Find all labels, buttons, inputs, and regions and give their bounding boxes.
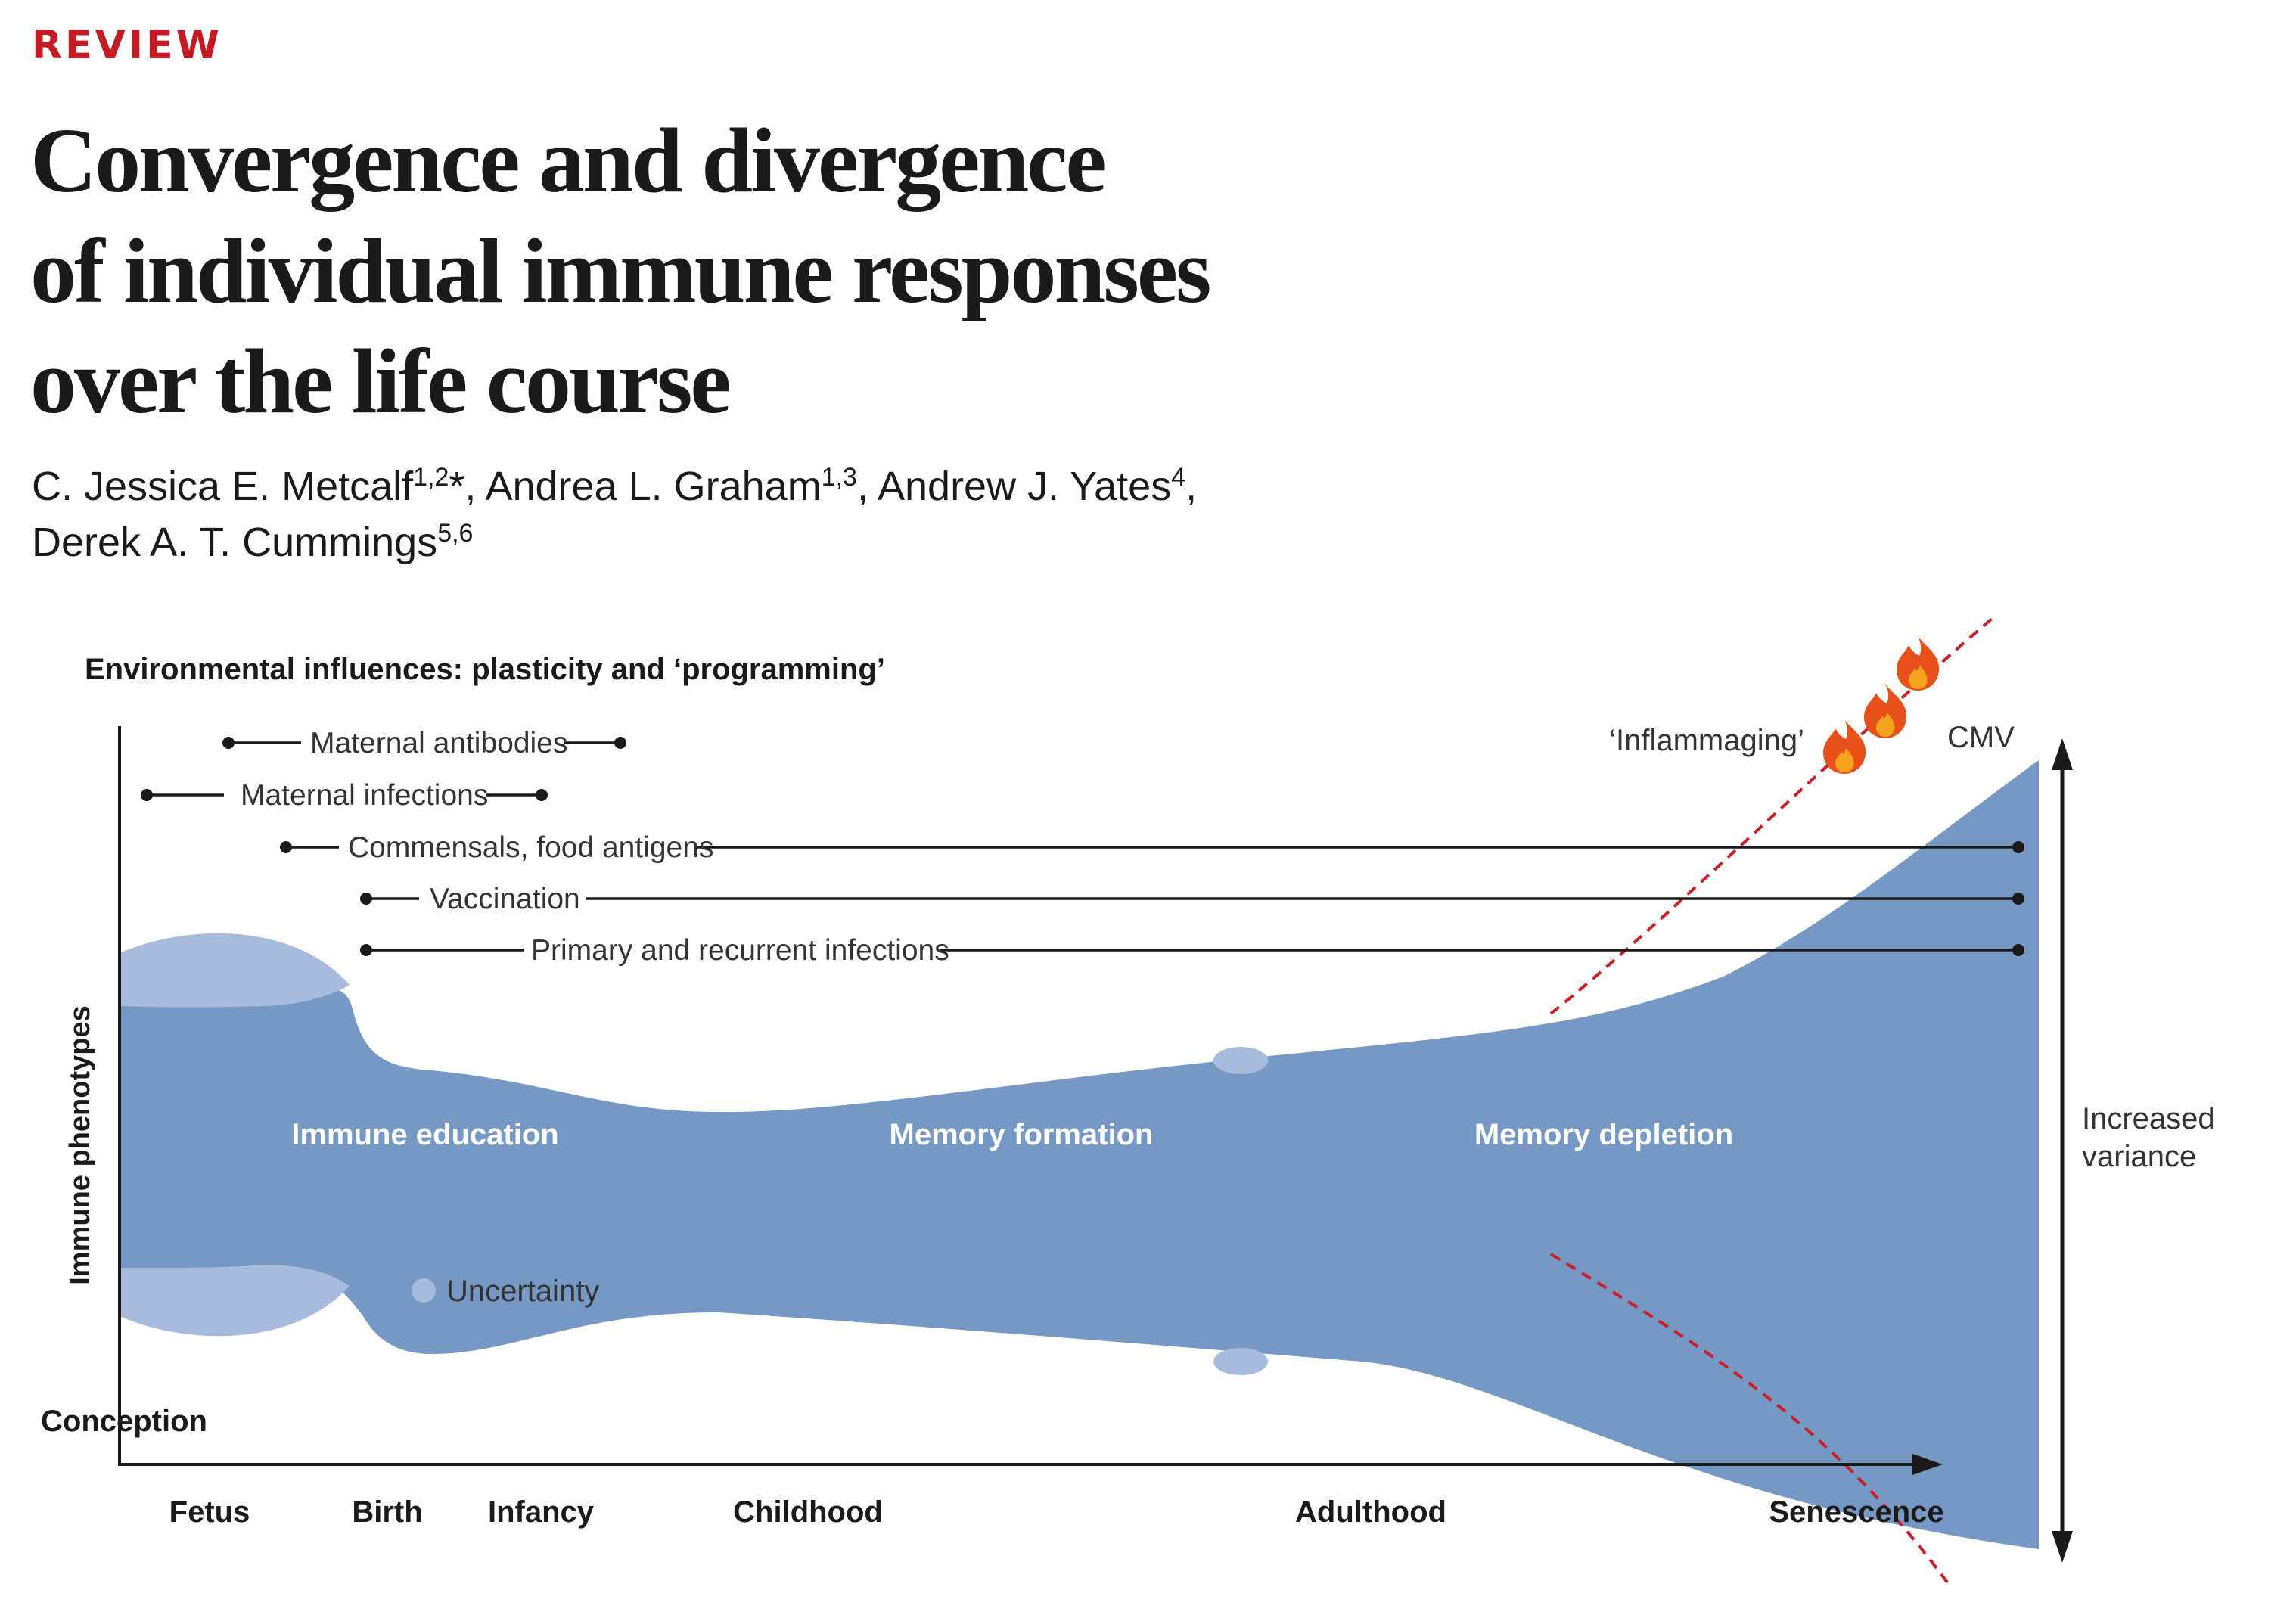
influence-label-commensals: Commensals, food antigens	[348, 831, 713, 864]
uncertainty-blob-adult-top	[1213, 1047, 1268, 1074]
influence-label-infections: Primary and recurrent infections	[531, 934, 949, 967]
stage-label-adulthood: Adulthood	[1295, 1495, 1446, 1529]
author-name: C. Jessica E. Metcalf	[32, 464, 414, 509]
uncertainty-blob-fetus-bottom	[120, 1265, 350, 1337]
section-label: REVIEW	[32, 23, 223, 68]
author-name: Andrew J. Yates	[877, 464, 1172, 509]
influence-label-maternal-infections: Maternal infections	[241, 779, 488, 812]
author-name: Derek A. T. Cummings	[32, 520, 438, 565]
influence-label-maternal-antibodies: Maternal antibodies	[310, 727, 567, 759]
phase-label-immune-education: Immune education	[291, 1118, 558, 1151]
author-affiliation: 4	[1171, 463, 1186, 492]
cmv-label: CMV	[1947, 721, 2015, 754]
influence-endpoints	[141, 737, 2024, 956]
figure: Environmental influences: plasticity and…	[0, 590, 2296, 1621]
author-affiliation: 1,3	[821, 463, 857, 492]
title-line-1: Convergence and divergence	[30, 110, 1107, 212]
cmv-dashed-line-lower	[1549, 1253, 1953, 1590]
flame-icon	[1864, 684, 1907, 738]
stage-label-childhood: Childhood	[733, 1495, 883, 1529]
uncertainty-blob-fetus-top	[120, 933, 350, 1008]
author-separator: ,	[1185, 464, 1198, 509]
variance-label-line-2: variance	[2082, 1140, 2196, 1173]
environmental-influences-title: Environmental influences: plasticity and…	[85, 653, 885, 686]
y-axis-label: Immune phenotypes	[64, 1005, 96, 1285]
phase-label-memory-formation: Memory formation	[890, 1118, 1154, 1151]
flame-icon	[1823, 719, 1866, 774]
lifecourse-diagram: Environmental influences: plasticity and…	[41, 613, 2215, 1590]
influence-label-vaccination: Vaccination	[430, 883, 580, 915]
origin-label: Conception	[41, 1405, 207, 1438]
author-affiliation: 1,2	[413, 463, 449, 492]
variance-arrow-head-down	[2052, 1531, 2073, 1563]
title-line-2: of individual immune responses	[30, 220, 1212, 322]
author-separator: ,	[856, 464, 878, 509]
phase-label-memory-depletion: Memory depletion	[1474, 1118, 1733, 1151]
uncertainty-legend-swatch	[412, 1278, 436, 1303]
stage-label-fetus: Fetus	[169, 1495, 250, 1529]
x-axis-arrowhead	[1912, 1454, 1943, 1475]
stage-label-infancy: Infancy	[488, 1495, 595, 1529]
article-title: Convergence and divergence of individual…	[30, 106, 1316, 437]
author-list: C. Jessica E. Metcalf1,2*, Andrea L. Gra…	[32, 458, 1318, 570]
variance-label-line-1: Increased	[2082, 1102, 2215, 1135]
stage-label-birth: Birth	[352, 1495, 422, 1529]
variance-arrow-head-up	[2052, 738, 2073, 770]
author-line-2: Derek A. T. Cummings5,6	[32, 514, 1318, 570]
flame-icon	[1897, 636, 1940, 691]
stage-label-senescence: Senescence	[1769, 1495, 1943, 1529]
author-separator: ,	[464, 464, 486, 509]
uncertainty-legend-label: Uncertainty	[446, 1275, 599, 1308]
author-name: Andrea L. Graham	[485, 464, 822, 509]
title-line-3: over the life course	[30, 331, 732, 433]
author-affiliation: 5,6	[437, 519, 474, 548]
influence-lines	[147, 741, 2018, 952]
inflammaging-label: ‘Inflammaging’	[1609, 724, 1804, 757]
immune-phenotype-band	[120, 760, 2039, 1549]
author-line-1: C. Jessica E. Metcalf1,2*, Andrea L. Gra…	[32, 458, 1318, 514]
uncertainty-blob-adult-bottom	[1213, 1348, 1268, 1375]
corresponding-mark: *	[449, 464, 465, 509]
